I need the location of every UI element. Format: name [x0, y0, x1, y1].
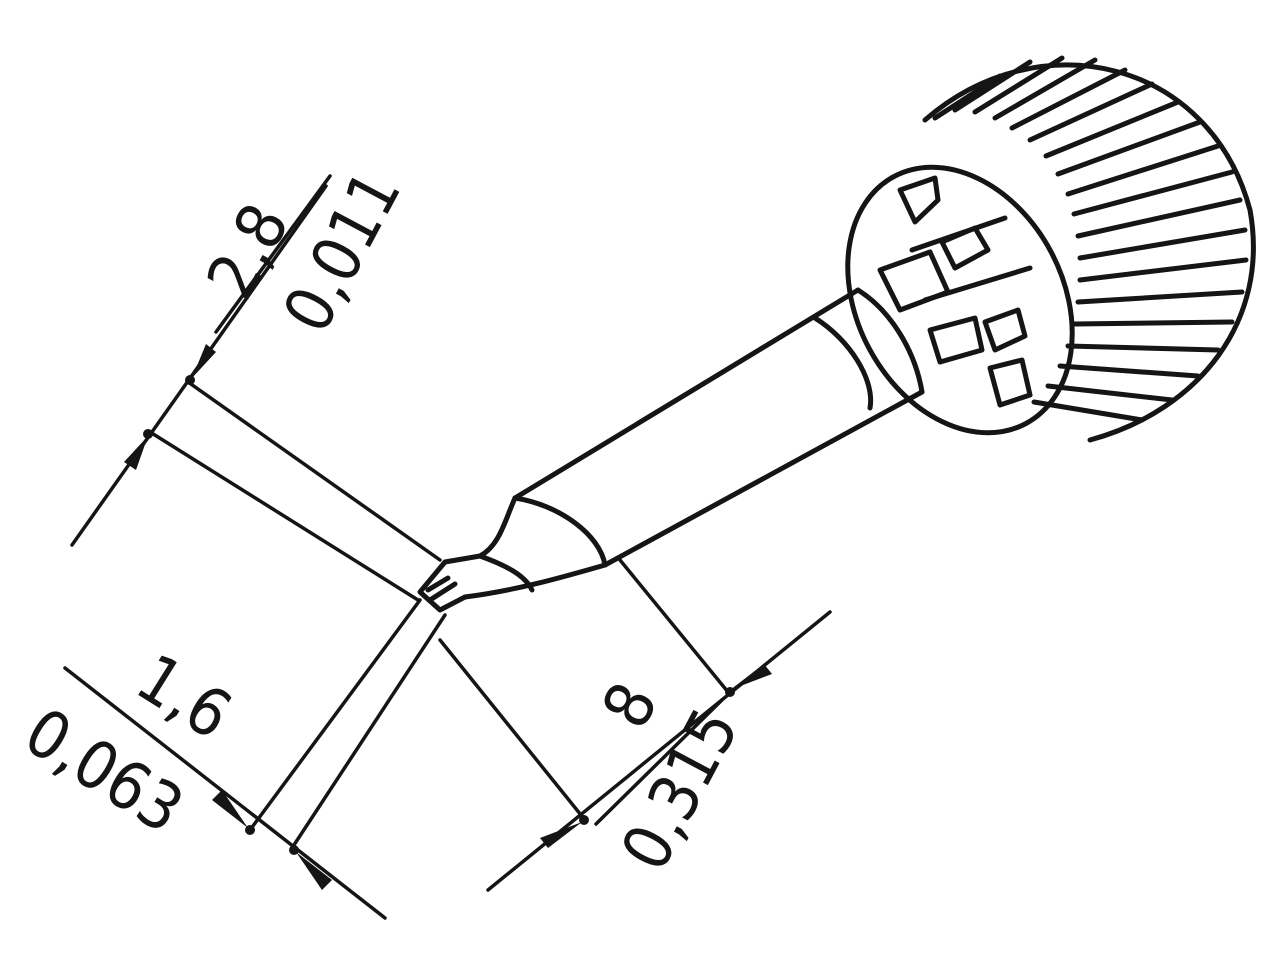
dim-arrow: [296, 852, 332, 890]
nut-face-slots: [877, 175, 1033, 408]
dim-fraction-line: [214, 174, 332, 334]
dim-arrow: [124, 436, 148, 470]
dim-arrow: [730, 664, 772, 690]
dim-tip-width: [70, 184, 442, 602]
dim-tip-thickness: [63, 598, 447, 920]
dim-arrow: [540, 822, 582, 848]
dim-shaft-diameter: [438, 558, 832, 892]
dim-shaft-diameter-mm: 8: [587, 671, 673, 741]
knurled-nut: [845, 55, 1256, 443]
dim-fraction-line: [594, 698, 724, 826]
dim-tip-thickness-mm: 1,6: [123, 639, 244, 754]
dim-arrow: [192, 344, 216, 378]
chisel-tip: [417, 553, 483, 613]
tip-shaft: [462, 287, 925, 600]
knurl-ridges: [932, 55, 1249, 423]
dim-arrow: [212, 790, 248, 828]
